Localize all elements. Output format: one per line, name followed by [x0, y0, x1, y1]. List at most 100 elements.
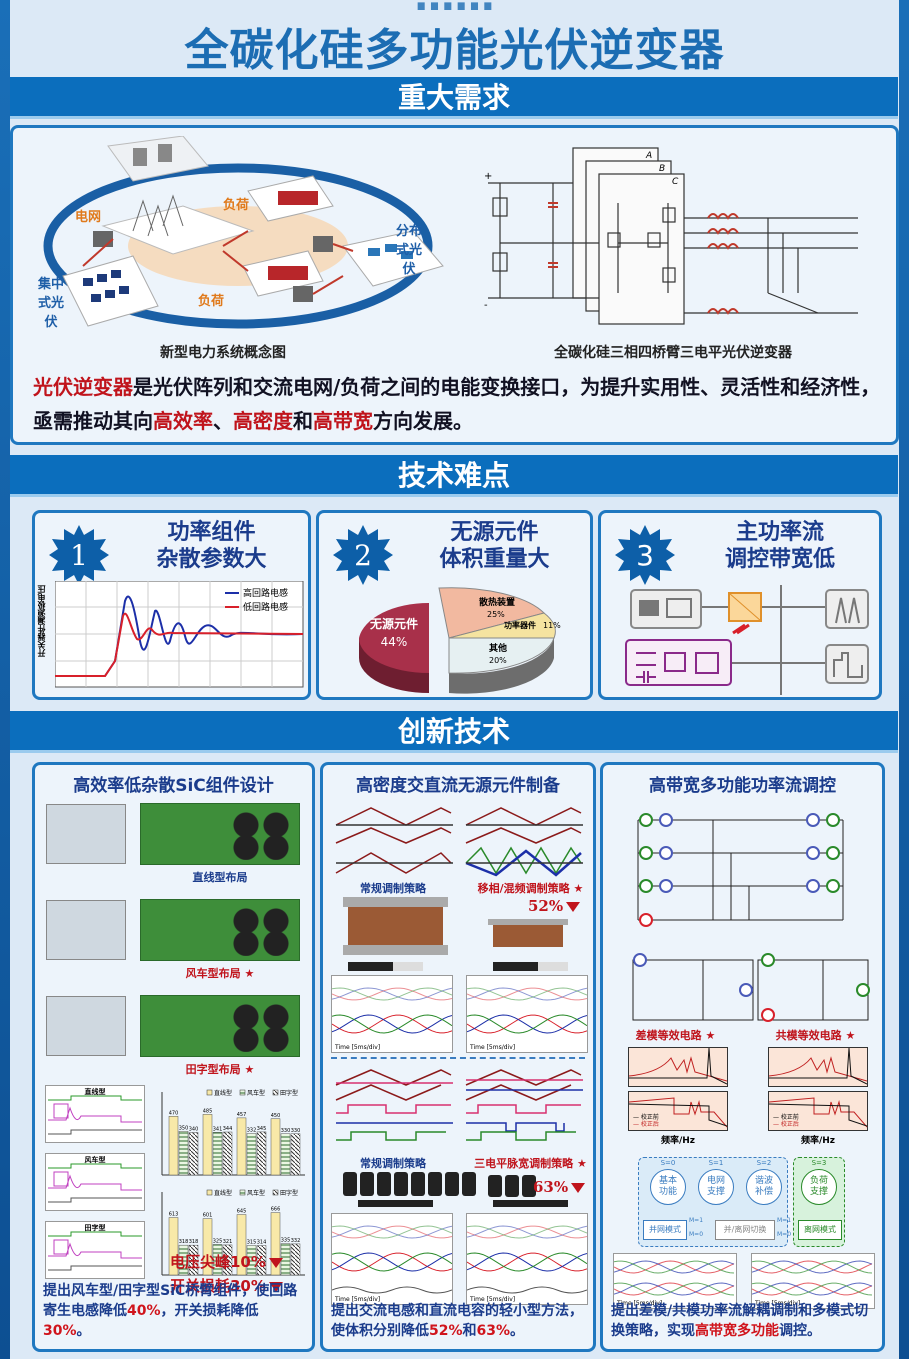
bar-label: 318 — [189, 1239, 199, 1245]
pie-pct-cooling: 25% — [487, 610, 505, 619]
statement-sep: 、 — [213, 409, 233, 433]
bode-plot: — 校正前— 校正后 — [628, 1091, 728, 1131]
strategy-phase-shift: 移相/混频调制策略 ★ — [477, 882, 584, 895]
reduction-52: 52% — [528, 897, 581, 915]
svg-text:风车型: 风车型 — [247, 1089, 265, 1097]
dc-minus-label: - — [484, 300, 488, 311]
bar — [212, 1132, 223, 1176]
bar-label: 457 — [237, 1112, 247, 1118]
state-index-1: S=1 — [708, 1159, 724, 1167]
bar — [202, 1114, 213, 1176]
result-switching-loss: 开关损耗30% — [170, 1275, 283, 1296]
col2-title: 高密度交直流无源元件制备 — [356, 776, 560, 796]
bar — [290, 1243, 301, 1276]
bar-label: 666 — [271, 1207, 281, 1213]
bar — [168, 1116, 179, 1176]
col3-title: 高带宽多功能功率流调控 — [649, 776, 836, 796]
difficulty-2-title: 无源元件体积重量大 — [439, 520, 550, 572]
bar-label: 321 — [223, 1239, 233, 1245]
bar — [246, 1245, 257, 1276]
legend-high-inductance: 高回路电感 — [243, 587, 288, 599]
ringing-waveform-plot: 高回路电感 低回路电感 — [55, 581, 304, 688]
svg-text:风车型: 风车型 — [247, 1189, 265, 1197]
state-circle-3[interactable]: 负荷支撑 — [801, 1169, 837, 1205]
difficulty-card-2: 2 无源元件体积重量大 无源元件 44% 散热装置 25% 功率器件 11% 其… — [316, 510, 593, 700]
bar — [188, 1244, 199, 1276]
volume-pie-chart: 无源元件 44% 散热装置 25% 功率器件 11% 其他 20% — [359, 587, 561, 694]
bar-label: 330 — [291, 1128, 301, 1134]
poster-title: 全碳化硅多功能光伏逆变器 — [184, 25, 725, 76]
bar-label: 315 — [247, 1239, 257, 1245]
bar — [256, 1131, 267, 1176]
modulation-waveforms-bottom — [335, 1069, 583, 1141]
bar — [188, 1132, 199, 1176]
layout-label-2: 田字型布局 ★ — [185, 1063, 255, 1076]
four-leg-equivalent-circuit — [632, 813, 870, 1022]
bar — [246, 1133, 257, 1176]
bar-label: 344 — [223, 1126, 233, 1132]
down-arrow-icon — [268, 1281, 283, 1292]
bar-label: 341 — [213, 1126, 223, 1132]
cm-circuit-label: 共模等效电路 ★ — [775, 1029, 856, 1042]
section-header-difficulty: 技术难点 — [10, 455, 898, 497]
svg-text:3: 3 — [636, 539, 654, 572]
label-load-bottom: 负荷 — [198, 294, 225, 309]
bar — [290, 1133, 301, 1176]
pie-slice-other — [448, 637, 555, 674]
mode-transition-label: M=1 — [777, 1217, 792, 1224]
mode-switch-waveform: Time [5ms/div] — [751, 1253, 875, 1309]
mode-switch-waveform: Time [5ms/div] — [613, 1253, 737, 1309]
bode-xlabel-dm: 频率/Hz — [660, 1136, 696, 1146]
difficulty-3-title: 主功率流调控带宽低 — [724, 520, 835, 572]
svg-text:田字型: 田字型 — [280, 1089, 298, 1097]
bar-label: 325 — [213, 1239, 223, 1245]
bar-label: 345 — [257, 1126, 267, 1132]
bar-label: 470 — [169, 1110, 179, 1116]
pie-pct-passive: 44% — [381, 635, 408, 649]
result-voltage-spike: 电压尖峰10% — [170, 1251, 283, 1272]
number-badge-3: 3 — [615, 525, 675, 585]
mode-box-0[interactable]: 并网模式 — [643, 1220, 687, 1240]
left-edge-bar — [0, 0, 10, 1359]
bar — [178, 1244, 189, 1276]
bar-label: 350 — [179, 1125, 189, 1131]
statement-and: 和 — [293, 409, 313, 433]
pie-slice-cooling — [438, 587, 545, 639]
mode-box-2[interactable]: 离网模式 — [798, 1220, 842, 1240]
bar-label: 613 — [169, 1212, 179, 1218]
mode-transition-label: M=1 — [689, 1217, 704, 1224]
section-header-innovation: 创新技术 — [10, 711, 898, 753]
dc-plus-label: + — [484, 171, 492, 182]
bode-plot: — 校正前— 校正后 — [768, 1091, 868, 1131]
strategy-conventional-2: 常规调制策略 — [360, 1157, 426, 1170]
state-index-2: S=2 — [756, 1159, 772, 1167]
inductor-photos — [343, 897, 568, 971]
col1-title: 高效率低杂散SiC组件设计 — [73, 776, 274, 796]
section-header-demand: 重大需求 — [10, 77, 898, 119]
switching-waveform-1: 风车型 — [45, 1153, 145, 1211]
phase-a-label: A — [645, 151, 652, 161]
capacitor-photos — [343, 1172, 568, 1207]
dm-circuit-label: 差模等效电路 ★ — [635, 1029, 716, 1042]
state-circle-0[interactable]: 基本功能 — [650, 1169, 686, 1205]
demand-panel: 电网 负荷 负荷 分布式光伏 集中式光伏 新型电力系统概念图 + - A B C… — [10, 125, 899, 445]
bar-label: 335 — [281, 1238, 291, 1244]
bar-label: 645 — [237, 1209, 247, 1215]
svg-text:1: 1 — [70, 539, 88, 572]
phase-c-label: C — [672, 177, 679, 187]
bar — [236, 1214, 247, 1276]
difficulty-card-1: 1 功率组件杂散参数大 开关器件漏源极电压 高回路电感 低回路电感 — [32, 510, 311, 700]
bode-xlabel-cm: 频率/Hz — [800, 1136, 836, 1146]
bode-plot — [628, 1047, 728, 1087]
state-circle-2[interactable]: 谐波补偿 — [746, 1169, 782, 1205]
bar-label: 485 — [203, 1108, 213, 1114]
bar — [236, 1117, 247, 1176]
mode-box-1[interactable]: 并/离网切换 — [715, 1220, 775, 1240]
number-badge-1: 1 — [49, 525, 109, 585]
pie-label-other: 其他 — [489, 642, 507, 654]
bode-plot — [768, 1047, 868, 1087]
phase-b-label: B — [659, 164, 665, 174]
bar-label: 332 — [291, 1238, 301, 1244]
state-circle-1[interactable]: 电网支撑 — [698, 1169, 734, 1205]
bar — [202, 1218, 213, 1276]
